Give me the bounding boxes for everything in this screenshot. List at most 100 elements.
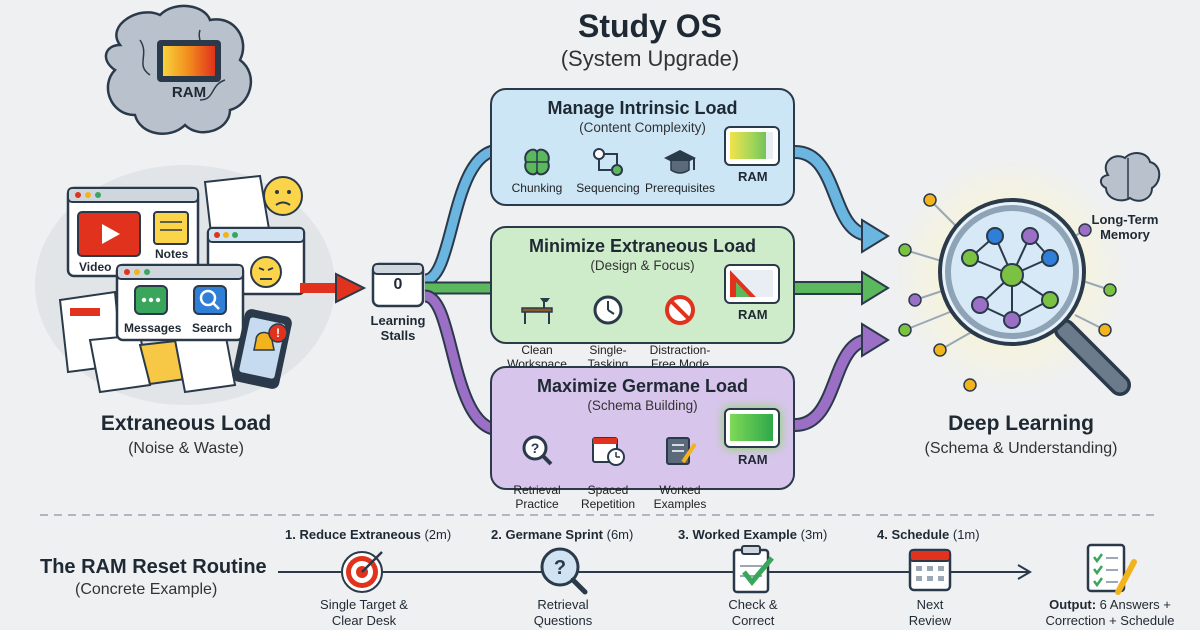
spaced-repetition-item: Spaced Repetition xyxy=(568,420,648,511)
retrieval-practice-item: ? Retrieval Practice xyxy=(497,420,577,511)
germane-load-box: Maximize Germane Load (Schema Building) … xyxy=(490,366,795,511)
output-text-1: 6 Answers + xyxy=(1096,597,1171,612)
long-term-memory-label: Long-Term Memory xyxy=(1085,212,1165,242)
germane-ram-icon xyxy=(724,408,780,448)
clean-workspace-item: Clean Workspace xyxy=(497,280,577,371)
prerequisites-item: Prerequisites xyxy=(640,146,720,195)
sequencing-label: Sequencing xyxy=(576,181,640,195)
step-1-caption: Single Target &Clear Desk xyxy=(299,597,429,629)
chunking-label: Chunking xyxy=(511,181,563,195)
germane-subtitle: (Schema Building) xyxy=(587,398,698,413)
step-4-title: 4. Schedule xyxy=(877,527,950,542)
step-3-title: 3. Worked Example xyxy=(678,527,797,542)
long-term-memory-line1: Long-Term xyxy=(1091,212,1159,227)
page-subtitle: (System Upgrade) xyxy=(560,46,740,71)
notes-label: Notes xyxy=(155,247,189,261)
step-3-caption-line1: Check & xyxy=(728,597,778,612)
intrinsic-ram-icon xyxy=(724,126,780,166)
routine-subtitle: (Concrete Example) xyxy=(75,581,218,598)
step-2-time: (6m) xyxy=(606,527,634,542)
retrieval-practice-label: Retrieval Practice xyxy=(513,483,561,511)
routine-title: The RAM Reset Routine xyxy=(40,556,267,578)
question-magnifier-icon: ? xyxy=(522,435,553,466)
step-3-caption: Check &Correct xyxy=(688,597,818,629)
step-2-caption-line2: Questions xyxy=(533,613,593,628)
step-1-time: (2m) xyxy=(424,527,452,542)
step-2-caption-line1: Retrieval xyxy=(537,597,589,612)
target-icon xyxy=(341,551,383,593)
intrinsic-title: Manage Intrinsic Load xyxy=(547,98,738,118)
step-1-heading: 1. Reduce Extraneous (2m) xyxy=(285,527,451,542)
clipboard-check-icon xyxy=(732,545,774,594)
memory-brain-icon xyxy=(1100,152,1161,202)
annoyed-face-icon xyxy=(250,256,282,288)
output-text-2: Correction + Schedule xyxy=(1045,613,1175,628)
extraneous-load-subtitle: (Noise & Waste) xyxy=(128,440,244,457)
notes-icon xyxy=(153,211,189,245)
extraneous-load-title: Extraneous Load xyxy=(100,412,272,435)
step-1-caption-line2: Clear Desk xyxy=(331,613,397,628)
search-label: Search xyxy=(192,321,233,335)
sequencing-item: Sequencing xyxy=(568,146,648,195)
no-entry-icon xyxy=(665,295,695,325)
worried-face-icon xyxy=(263,176,303,216)
magnifying-glass-icon xyxy=(938,198,1131,396)
germane-title: Maximize Germane Load xyxy=(536,376,749,396)
step-4-heading: 4. Schedule (1m) xyxy=(877,527,980,542)
desk-icon xyxy=(521,298,553,324)
step-1-caption-line1: Single Target & xyxy=(320,597,408,612)
purple-flow xyxy=(423,291,501,435)
intrinsic-subtitle: (Content Complexity) xyxy=(579,120,706,135)
worked-examples-item: Worked Examples xyxy=(640,420,720,511)
step-2-heading: 2. Germane Sprint (6m) xyxy=(491,527,633,542)
blue-flow xyxy=(423,145,501,285)
step-4-caption-line1: Next xyxy=(916,597,944,612)
germane-ram-label: RAM xyxy=(738,452,768,467)
video-label: Video xyxy=(79,260,112,274)
learning-stalls-label: Learning Stalls xyxy=(358,313,438,343)
extraneous-title: Minimize Extraneous Load xyxy=(528,236,757,256)
extraneous-ram-icon xyxy=(724,264,780,304)
clock-icon xyxy=(593,295,623,325)
output-label: Output: xyxy=(1049,597,1097,612)
extraneous-subtitle: (Design & Focus) xyxy=(590,258,695,273)
step-3-caption-line2: Correct xyxy=(731,613,775,628)
sequence-icon xyxy=(593,148,623,176)
brain-grid-icon xyxy=(524,148,550,176)
messages-window-icon xyxy=(115,263,245,342)
deep-learning-title: Deep Learning xyxy=(948,412,1094,435)
messages-label: Messages xyxy=(124,321,182,335)
step-1-title: 1. Reduce Extraneous xyxy=(285,527,421,542)
prerequisites-label: Prerequisites xyxy=(644,181,716,195)
graduation-cap-icon xyxy=(664,150,696,174)
step-3-time: (3m) xyxy=(800,527,828,542)
svg-text:?: ? xyxy=(531,440,540,456)
brain-ram-label: RAM xyxy=(171,84,207,101)
chunking-item: Chunking xyxy=(497,146,577,195)
step-3-heading: 3. Worked Example (3m) xyxy=(678,527,827,542)
step-4-time: (1m) xyxy=(952,527,980,542)
notebook-pen-icon xyxy=(666,437,697,465)
output-line1: Output: 6 Answers + xyxy=(1030,597,1190,613)
long-term-memory-line2: Memory xyxy=(1100,227,1150,242)
stall-counter-value: 0 xyxy=(393,276,403,293)
checklist-pen-icon xyxy=(1086,543,1137,595)
page-title: Study OS xyxy=(577,8,722,44)
calendar-clock-icon xyxy=(592,437,625,466)
intrinsic-ram-label: RAM xyxy=(738,169,768,184)
learning-stalls-line1: Learning xyxy=(370,313,426,328)
phone-alert-icon: ! xyxy=(232,309,292,389)
extraneous-ram-label: RAM xyxy=(738,307,768,322)
long-term-memory-network xyxy=(898,193,1117,392)
routine-output: Output: 6 Answers + Correction + Schedul… xyxy=(1030,597,1190,629)
svg-text:!: ! xyxy=(276,326,280,340)
distraction-free-item: Distraction- Free Mode xyxy=(640,280,720,371)
svg-text:?: ? xyxy=(554,557,566,579)
learning-stalls-line2: Stalls xyxy=(380,328,416,343)
intrinsic-load-box: Manage Intrinsic Load (Content Complexit… xyxy=(490,88,795,206)
step-2-title: 2. Germane Sprint xyxy=(491,527,603,542)
calendar-icon xyxy=(908,548,952,592)
